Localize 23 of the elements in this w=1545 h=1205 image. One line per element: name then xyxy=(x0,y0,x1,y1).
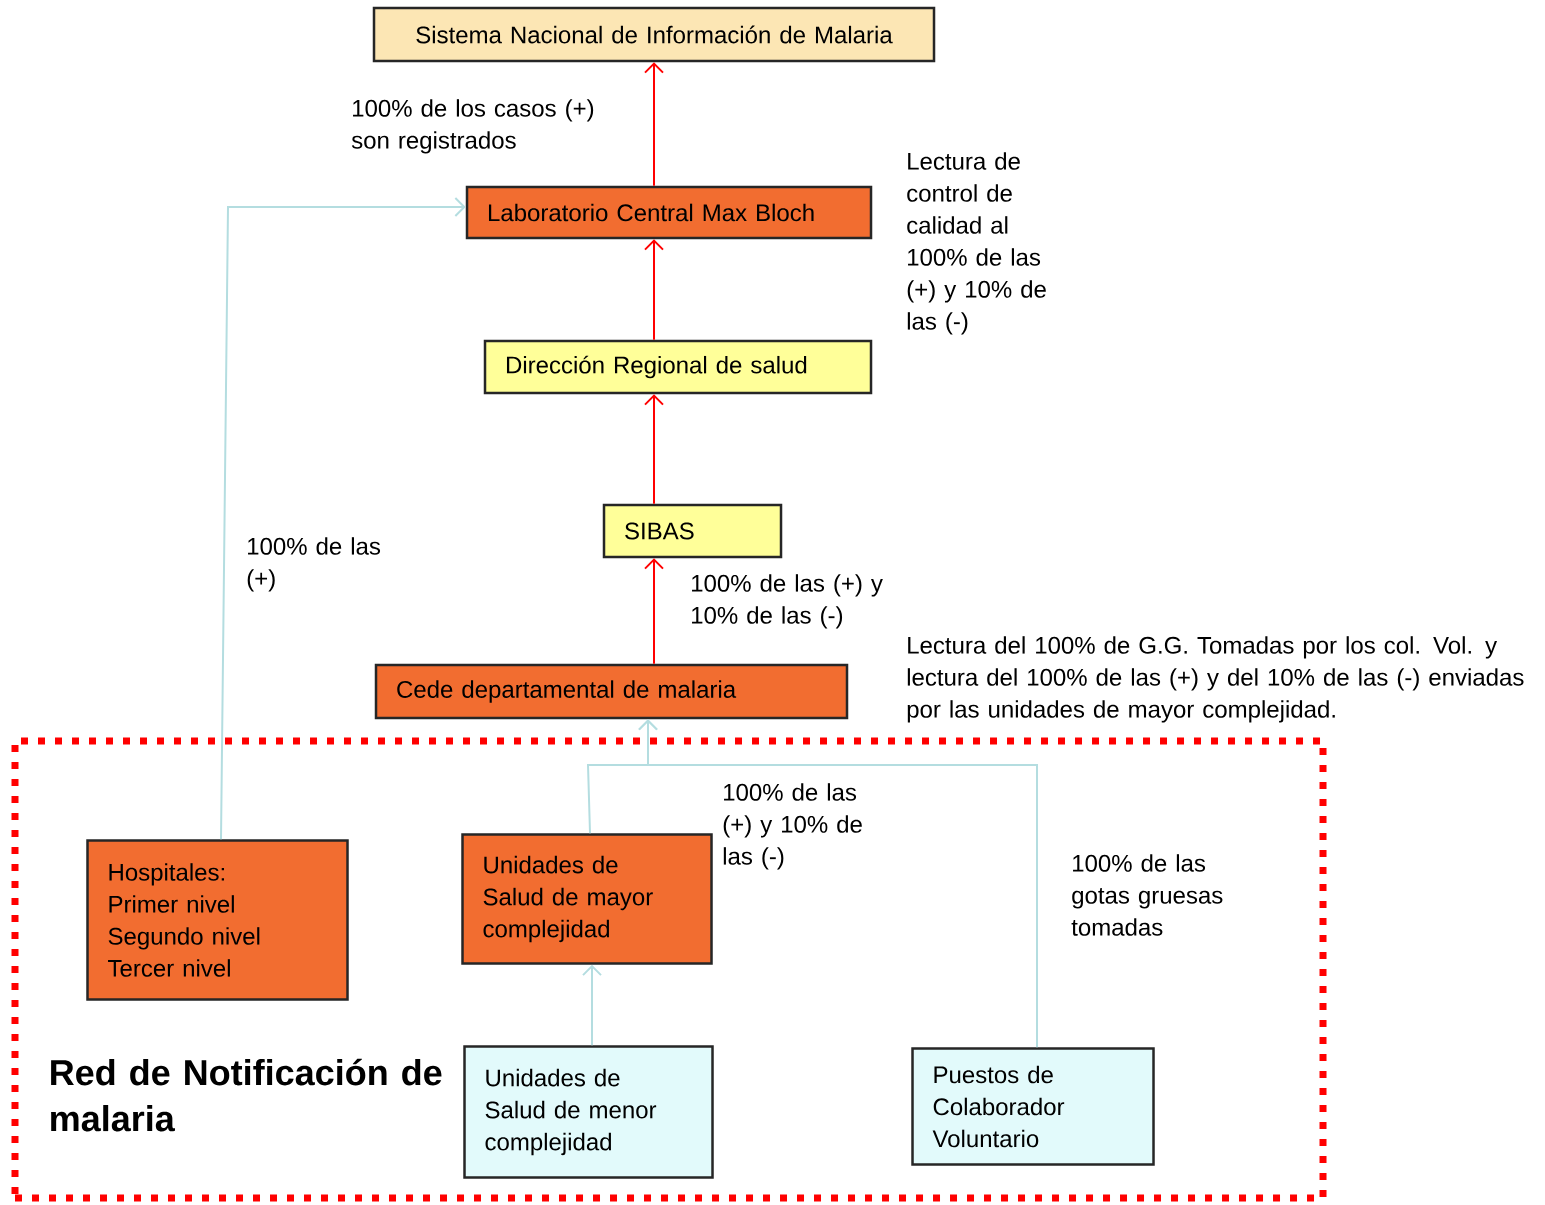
lab-box: Laboratorio Central Max Bloch xyxy=(465,185,873,240)
arrow xyxy=(644,558,664,665)
post-box: Puestos de Colaborador Voluntario xyxy=(911,1047,1155,1166)
office-box: Cede departamental de malaria xyxy=(374,663,849,720)
unit-box: Unidades de Salud de menor complejidad xyxy=(463,1045,714,1179)
arrow xyxy=(644,394,664,505)
arrow xyxy=(220,197,466,841)
arrow xyxy=(582,964,602,1047)
arrow xyxy=(638,719,1038,1049)
hospital-box: Hospitales: Primer nivel Segundo nivel Tercer nivel xyxy=(86,839,349,1001)
unit-box: Unidades de Salud de mayor complejidad xyxy=(461,833,713,965)
edge-label: 100% de las (+) y 10% de las (-) xyxy=(692,574,883,629)
arrow xyxy=(644,239,664,341)
note-text: 100% de las (+) y 10% de las (-) xyxy=(723,783,862,870)
system-box: Sistema Nacional de Información de Malaria xyxy=(372,6,936,63)
system-box: SIBAS xyxy=(602,503,783,559)
note-text: Lectura de control de calidad al 100% de las (+) y 10% de las (-) xyxy=(907,152,1046,335)
edge-label: 100% de los casos (+) son registrados xyxy=(351,99,594,154)
office-box: Dirección Regional de salud xyxy=(483,339,873,395)
arrow xyxy=(644,62,664,187)
note-text: Lectura del 100% de G.G. Tomadas por los col. Vol. y lectura del 100% de las (+) y del 10% de las (-) enviadas por las unidades de mayor complejidad. xyxy=(907,636,1524,723)
edge-label: 100% de las (+) xyxy=(247,537,381,592)
edge-label: 100% de las gotas gruesas tomadas xyxy=(1071,854,1223,936)
